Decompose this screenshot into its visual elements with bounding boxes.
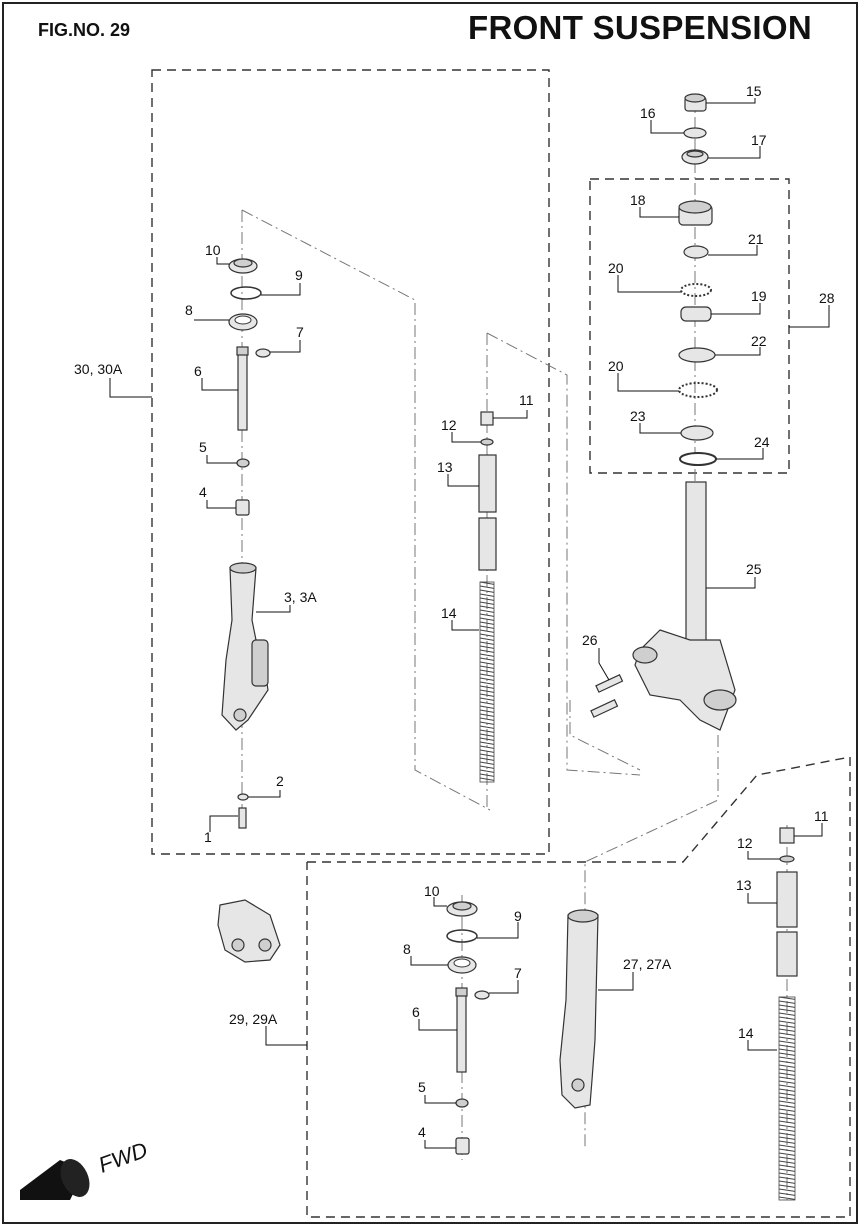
- ball-race-part-20-upper: [680, 283, 712, 297]
- race-part-21: [683, 245, 709, 259]
- ring-part-5-bottom: [455, 1098, 469, 1108]
- callout-13-right: 13: [736, 877, 752, 893]
- bushing-part-8-bottom: [447, 956, 477, 974]
- callout-labels: 1 2 3, 3A 4 5 6 7 8 9 10 30, 30A 11 12 1…: [74, 83, 835, 1140]
- callout-7: 7: [296, 324, 304, 340]
- callout-6-bottom: 6: [412, 1004, 420, 1020]
- callout-4: 4: [199, 484, 207, 500]
- callout-28: 28: [819, 290, 835, 306]
- callout-13: 13: [437, 459, 453, 475]
- callout-20-upper: 20: [608, 260, 624, 276]
- group-box-bearing-set: [589, 178, 790, 474]
- callout-12-right: 12: [737, 835, 753, 851]
- outer-tube-part-3: [221, 562, 269, 731]
- race-part-23: [680, 425, 714, 441]
- callout-11: 11: [519, 392, 534, 408]
- callout-4-bottom: 4: [418, 1124, 426, 1140]
- spring-part-14-right: [778, 996, 796, 1201]
- callout-11-right: 11: [814, 808, 829, 824]
- callout-25: 25: [746, 561, 762, 577]
- lock-piece-part-4: [235, 499, 250, 516]
- callout-5: 5: [199, 439, 207, 455]
- callout-7-bottom: 7: [514, 965, 522, 981]
- callout-20-lower: 20: [608, 358, 624, 374]
- callout-26: 26: [582, 632, 598, 648]
- bolt-part-26: [590, 673, 624, 718]
- callout-1: 1: [204, 829, 212, 845]
- piston-part-11-right: [779, 827, 795, 844]
- callout-5-bottom: 5: [418, 1079, 426, 1095]
- ring-part-12-right: [779, 855, 795, 863]
- callout-30: 30, 30A: [74, 361, 123, 377]
- callout-14-right: 14: [738, 1025, 754, 1041]
- callout-6: 6: [194, 363, 202, 379]
- ring-part-12: [480, 438, 494, 446]
- race-part-19: [680, 306, 712, 322]
- outer-tube-part-27: [559, 909, 599, 1109]
- snap-ring-part-9-bottom: [446, 929, 478, 943]
- fwd-label: FWD: [95, 1137, 151, 1178]
- washer-part-7-bottom: [474, 990, 490, 1000]
- steering-stem-part-25: [632, 481, 737, 731]
- callout-23: 23: [630, 408, 646, 424]
- callout-24: 24: [754, 434, 770, 450]
- callout-14: 14: [441, 605, 457, 621]
- callout-22: 22: [751, 333, 767, 349]
- spacer-part-13: [478, 454, 497, 571]
- washer-part-2: [237, 793, 249, 801]
- callout-8-bottom: 8: [403, 941, 411, 957]
- callout-19: 19: [751, 288, 767, 304]
- callout-12: 12: [441, 417, 457, 433]
- spring-part-14: [479, 581, 495, 783]
- group-box-left-fork: [151, 69, 550, 855]
- callout-18: 18: [630, 192, 646, 208]
- damper-rod-part-6-bottom: [455, 987, 468, 1073]
- oil-seal-part-10: [228, 258, 258, 274]
- callout-16: 16: [640, 105, 656, 121]
- callout-17: 17: [751, 132, 767, 148]
- callout-9: 9: [295, 267, 303, 283]
- piston-part-11: [480, 411, 494, 426]
- group-box-right-fork: [306, 756, 851, 1218]
- callout-10: 10: [205, 242, 221, 258]
- bearing-cup-part-18: [678, 200, 713, 226]
- page-title: FRONT SUSPENSION: [468, 9, 813, 46]
- ring-part-5: [236, 458, 250, 468]
- figure-number: FIG.NO. 29: [38, 20, 131, 40]
- lock-piece-part-4-bottom: [455, 1137, 470, 1155]
- callout-8: 8: [185, 302, 193, 318]
- oil-seal-part-10-bottom: [446, 901, 478, 917]
- nut-part-17: [681, 149, 709, 165]
- snap-ring-part-9: [230, 286, 262, 300]
- callout-3: 3, 3A: [284, 589, 317, 605]
- forward-arrow-icon: [20, 1159, 90, 1200]
- callout-9-bottom: 9: [514, 908, 522, 924]
- callout-2: 2: [276, 773, 284, 789]
- seal-part-24: [679, 452, 717, 466]
- washer-part-16: [683, 127, 707, 139]
- bolt-part-1: [238, 807, 247, 829]
- leader-lines: [109, 98, 830, 1149]
- callout-29: 29, 29A: [229, 1011, 278, 1027]
- callout-27: 27, 27A: [623, 956, 672, 972]
- spacer-part-13-right: [776, 871, 798, 977]
- washer-part-7: [255, 348, 271, 358]
- race-part-22: [678, 347, 716, 363]
- bushing-part-8: [228, 313, 258, 331]
- callout-10-bottom: 10: [424, 883, 440, 899]
- brake-caliper: [217, 899, 281, 963]
- callout-15: 15: [746, 83, 762, 99]
- cap-part-15: [684, 93, 707, 112]
- damper-rod-part-6: [236, 346, 249, 431]
- ball-race-part-20-lower: [678, 382, 718, 398]
- callout-21: 21: [748, 231, 764, 247]
